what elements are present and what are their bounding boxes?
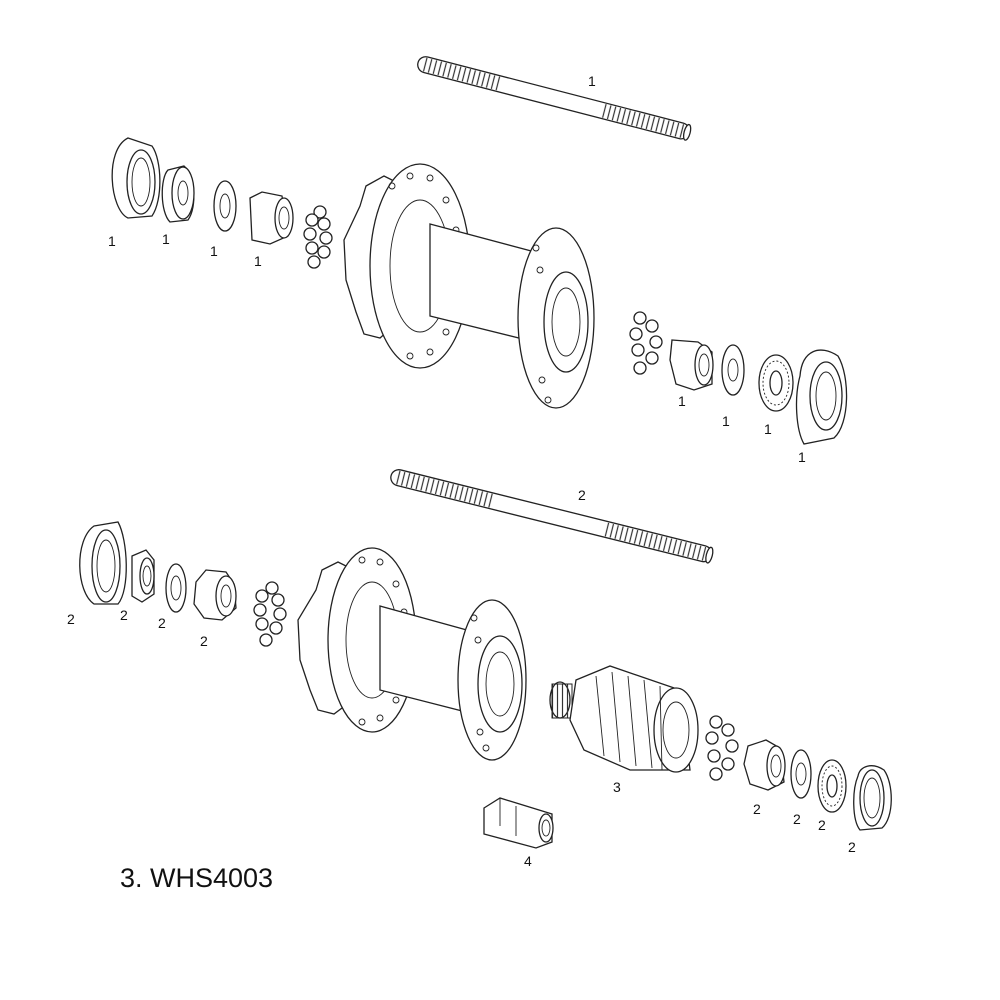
- callout-front-cone-right: 1: [678, 393, 686, 409]
- rear-end-cap-right: [853, 765, 892, 831]
- callout-front-washer-left: 1: [210, 243, 218, 259]
- front-bearing-balls-left: [303, 205, 333, 269]
- freehub-body: [549, 665, 699, 773]
- rear-cone-right: [743, 739, 786, 791]
- front-bearing-balls-right: [629, 311, 663, 375]
- rear-axle: [390, 469, 714, 564]
- front-washer-right: [721, 344, 745, 396]
- callout-rear-end-cap-left: 2: [67, 611, 75, 627]
- callout-tool: 4: [524, 853, 532, 869]
- callout-front-axle: 1: [588, 73, 596, 89]
- front-hub-shell: [343, 163, 595, 409]
- callout-rear-axle: 2: [578, 487, 586, 503]
- rear-hub-shell: [297, 547, 527, 761]
- callout-rear-washer-left: 2: [158, 615, 166, 631]
- rear-cone-left: [193, 569, 237, 621]
- front-washer-left: [213, 180, 237, 232]
- diagram-caption: 3. WHS4003: [120, 863, 274, 893]
- callout-rear-locknut-left: 2: [120, 607, 128, 623]
- freehub-tool: [483, 797, 554, 849]
- callout-rear-end-cap-right: 2: [848, 839, 856, 855]
- callout-front-cone-left: 1: [254, 253, 262, 269]
- callout-freehub-body: 3: [613, 779, 621, 795]
- front-end-cap-right: [795, 349, 848, 445]
- callout-rear-locknut-right: 2: [818, 817, 826, 833]
- rear-washer-right: [790, 749, 812, 799]
- rear-bearing-balls-left: [253, 581, 287, 647]
- callout-front-end-cap-left: 1: [108, 233, 116, 249]
- rear-locknut-right: [817, 759, 847, 813]
- rear-locknut-left: [131, 549, 155, 603]
- callout-rear-cone-right: 2: [753, 801, 761, 817]
- front-axle: [417, 56, 692, 141]
- rear-bearing-balls-right: [705, 715, 739, 781]
- rear-end-cap-left: [79, 521, 127, 605]
- callout-rear-cone-left: 2: [200, 633, 208, 649]
- callout-front-end-cap-right: 1: [798, 449, 806, 465]
- callout-front-locknut-left: 1: [162, 231, 170, 247]
- front-cone-right: [669, 339, 714, 391]
- rear-washer-left: [165, 563, 187, 613]
- front-cone-left: [249, 191, 294, 245]
- front-locknut-right: [758, 354, 794, 412]
- callout-front-washer-right: 1: [722, 413, 730, 429]
- front-end-cap-left: [111, 137, 161, 219]
- front-locknut-left: [161, 165, 195, 223]
- callout-rear-washer-right: 2: [793, 811, 801, 827]
- callout-front-locknut-right: 1: [764, 421, 772, 437]
